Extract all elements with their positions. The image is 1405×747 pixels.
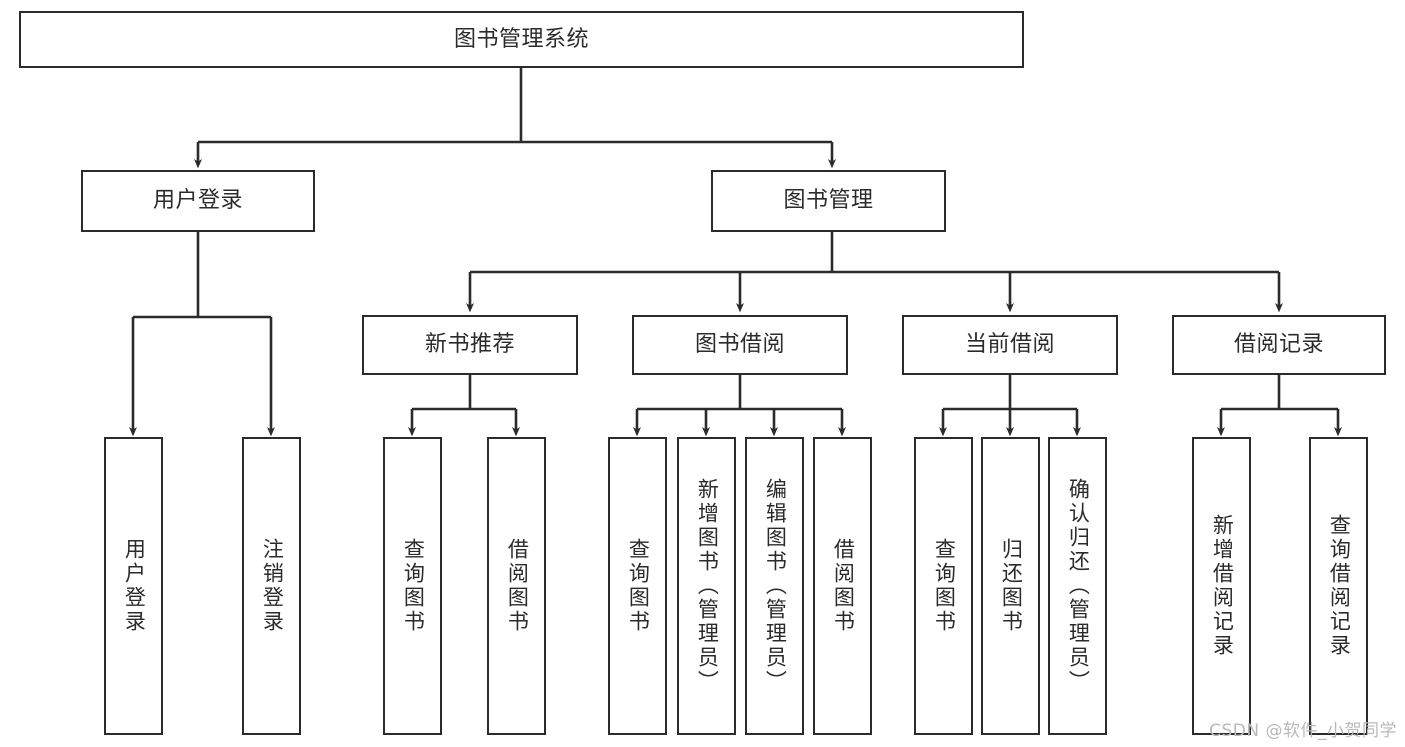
node-leaf-edit-book-label: 编辑图书（管理员） [763,478,788,694]
node-leaf-query-book-3[interactable]: 查询图书 [914,437,973,735]
node-leaf-query-book-3-label: 查询图书 [932,538,957,634]
watermark-text: CSDN @软件_小贺同学 [1209,721,1397,741]
node-leaf-add-book[interactable]: 新增图书（管理员） [677,437,736,735]
node-leaf-confirm-return-label: 确认归还（管理员） [1066,478,1091,694]
node-leaf-borrow-book-1-label: 借阅图书 [505,538,530,634]
node-root[interactable]: 图书管理系统 [19,11,1024,68]
node-leaf-borrow-book-1[interactable]: 借阅图书 [487,437,546,735]
node-book-borrow[interactable]: 图书借阅 [632,315,848,375]
node-leaf-borrow-book-2[interactable]: 借阅图书 [813,437,872,735]
node-leaf-query-book-2[interactable]: 查询图书 [608,437,667,735]
node-new-book-rec[interactable]: 新书推荐 [362,315,578,375]
node-leaf-query-record-label: 查询借阅记录 [1327,514,1352,658]
node-leaf-edit-book[interactable]: 编辑图书（管理员） [745,437,804,735]
node-leaf-borrow-book-2-label: 借阅图书 [831,538,856,634]
node-borrow-record-label: 借阅记录 [1233,332,1324,358]
node-leaf-add-book-label: 新增图书（管理员） [695,478,720,694]
node-current-borrow[interactable]: 当前借阅 [902,315,1118,375]
node-leaf-return-book-label: 归还图书 [999,538,1024,634]
node-book-manage-label: 图书管理 [783,188,874,214]
node-book-manage[interactable]: 图书管理 [711,170,946,232]
node-root-label: 图书管理系统 [453,26,589,52]
node-leaf-query-book-1[interactable]: 查询图书 [383,437,442,735]
node-current-borrow-label: 当前借阅 [964,332,1055,358]
node-leaf-logout-label: 注销登录 [260,538,285,634]
node-book-borrow-label: 图书借阅 [694,332,785,358]
node-leaf-query-book-1-label: 查询图书 [401,538,426,634]
node-leaf-add-record[interactable]: 新增借阅记录 [1192,437,1251,735]
node-user-login[interactable]: 用户登录 [81,170,315,232]
node-leaf-confirm-return[interactable]: 确认归还（管理员） [1048,437,1107,735]
node-leaf-query-record[interactable]: 查询借阅记录 [1309,437,1368,735]
node-leaf-logout[interactable]: 注销登录 [242,437,301,735]
node-leaf-query-book-2-label: 查询图书 [626,538,651,634]
node-borrow-record[interactable]: 借阅记录 [1172,315,1386,375]
node-leaf-add-record-label: 新增借阅记录 [1210,514,1235,658]
node-user-login-label: 用户登录 [152,188,243,214]
node-leaf-user-login-label: 用户登录 [122,538,147,634]
node-leaf-user-login[interactable]: 用户登录 [104,437,163,735]
node-leaf-return-book[interactable]: 归还图书 [981,437,1040,735]
node-new-book-rec-label: 新书推荐 [424,332,515,358]
